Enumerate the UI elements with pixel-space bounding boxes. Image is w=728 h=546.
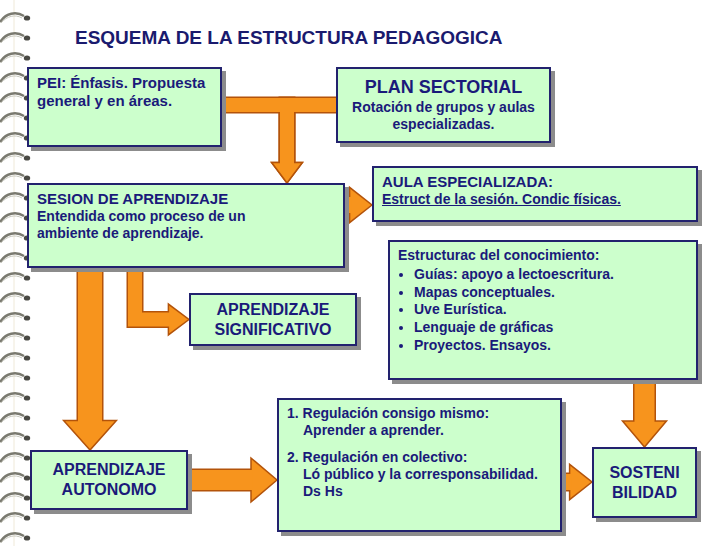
box-heading: 1. Regulación consigo mismo: [287,405,552,422]
bullet-list: Guías: apoyo a lectoescritura.Mapas conc… [398,266,688,354]
arrow-head [623,421,667,447]
arrow-head [64,420,117,450]
concept-box: AULA ESPECIALIZADA:Estruct de la sesión.… [372,166,698,222]
box-text: Aprender a aprender. [287,422,552,439]
concept-box: APRENDIZAJE AUTONOMO [30,450,188,510]
block-arrow [635,380,655,423]
concept-box: APRENDIZAJE SIGNIFICATIVO [189,293,357,346]
block-arrow-outline [222,105,287,162]
block-arrow [287,105,336,164]
box-heading: APRENDIZAJE SIGNIFICATIVO [199,300,347,339]
box-heading: Estructurac del conocimiento: [398,247,688,264]
arrow-head [350,187,372,222]
concept-box: Estructurac del conocimiento: Guías: apoy… [388,240,698,380]
block-arrow [345,197,351,213]
bullet-item: Uve Eurística. [414,301,688,319]
bullet-item: Guías: apoyo a lectoescritura. [414,266,688,284]
diagram-title: ESQUEMA DE LA ESTRUCTURA PEDAGOGICA [75,27,503,49]
concept-box: PEI: Énfasis. Propuesta general y en áre… [27,67,222,147]
arrow-head [272,162,303,183]
concept-box: SESION DE APRENDIZAJEEntendida como proc… [27,183,345,268]
block-arrow-outline [287,105,336,162]
bullet-item: Proyectos. Ensayos. [414,337,688,355]
box-text: Estruct de la sesión. Condic físicas. [382,191,688,208]
box-heading: SESION DE APRENDIZAJE [37,190,335,208]
box-heading: PEI: Énfasis. Propuesta general y en áre… [37,74,212,111]
box-text: Entendida como proceso de un ambiente de… [37,208,282,242]
box-text: Ló público y la corresponsabilidad. Ds H… [287,466,552,500]
block-arrow [135,268,170,320]
bullet-item: Lenguaje de gráficas [414,319,688,337]
concept-box: PLAN SECTORIALRotación de grupos y aulas… [336,67,551,143]
concept-box: SOSTENI BILIDAD [592,447,697,518]
block-arrow [78,268,102,422]
box-heading: AULA ESPECIALIZADA: [382,173,688,191]
box-heading: PLAN SECTORIAL [346,77,541,99]
box-text: Rotación de grupos y aulas especializada… [346,99,541,133]
block-arrow [562,474,571,490]
block-arrow [188,470,253,490]
arrow-head [168,304,189,335]
box-heading: SOSTENI BILIDAD [602,463,687,502]
box-text: 2. Regulación en colectivo: [287,449,552,466]
arrow-head [272,162,303,183]
arrow-head [570,464,592,499]
arrow-head [251,458,277,502]
block-arrow [222,105,287,164]
concept-box: 1. Regulación consigo mismo:Aprender a a… [277,398,562,532]
bullet-item: Mapas conceptuales. [414,284,688,302]
box-heading: APRENDIZAJE AUTONOMO [40,460,178,499]
